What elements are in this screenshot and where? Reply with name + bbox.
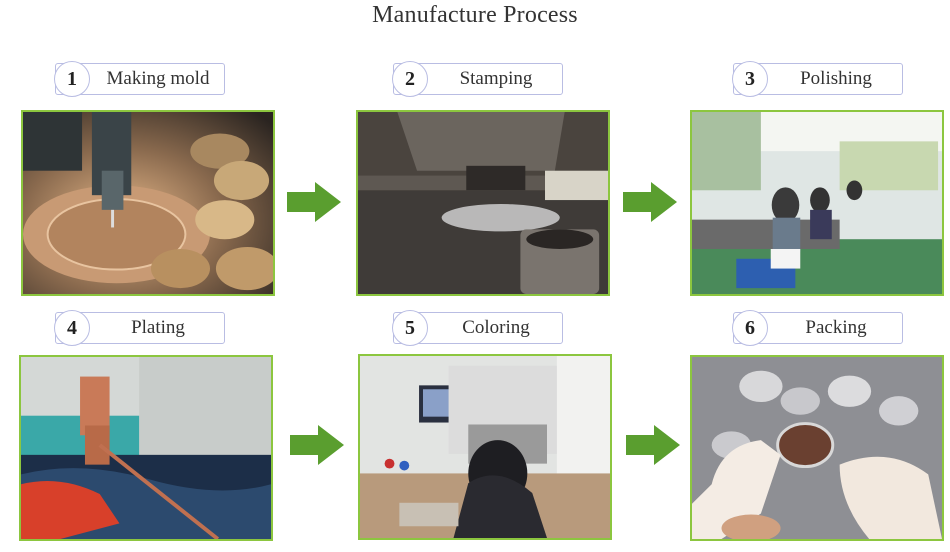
step-label-stamping: 2 Stamping xyxy=(392,61,563,97)
page-title: Manufacture Process xyxy=(372,2,578,28)
step-label-polishing: 3 Polishing xyxy=(732,61,903,97)
stamping-photo xyxy=(356,110,610,296)
step-number-badge: 6 xyxy=(732,310,768,346)
step-label-text: Coloring xyxy=(462,317,530,338)
step-number-badge: 4 xyxy=(54,310,90,346)
arrow-right-icon xyxy=(626,425,680,465)
step-number-badge: 3 xyxy=(732,61,768,97)
step-label-making-mold: 1 Making mold xyxy=(54,61,225,97)
step-number-badge: 2 xyxy=(392,61,428,97)
step-label-text: Making mold xyxy=(106,68,210,89)
packing-photo xyxy=(690,355,944,541)
step-label-plating: 4 Plating xyxy=(54,310,225,346)
arrow-right-icon xyxy=(623,182,677,222)
coloring-photo xyxy=(358,354,612,540)
step-number-badge: 1 xyxy=(54,61,90,97)
step-label-text: Plating xyxy=(131,317,185,338)
plating-photo xyxy=(19,355,273,541)
step-label-coloring: 5 Coloring xyxy=(392,310,563,346)
step-label-text: Polishing xyxy=(800,68,872,89)
step-number-badge: 5 xyxy=(392,310,428,346)
step-label-packing: 6 Packing xyxy=(732,310,903,346)
step-label-text: Stamping xyxy=(459,68,533,89)
making-mold-photo xyxy=(21,110,275,296)
step-label-text: Packing xyxy=(805,317,867,338)
arrow-right-icon xyxy=(290,425,344,465)
polishing-photo xyxy=(690,110,944,296)
arrow-right-icon xyxy=(287,182,341,222)
